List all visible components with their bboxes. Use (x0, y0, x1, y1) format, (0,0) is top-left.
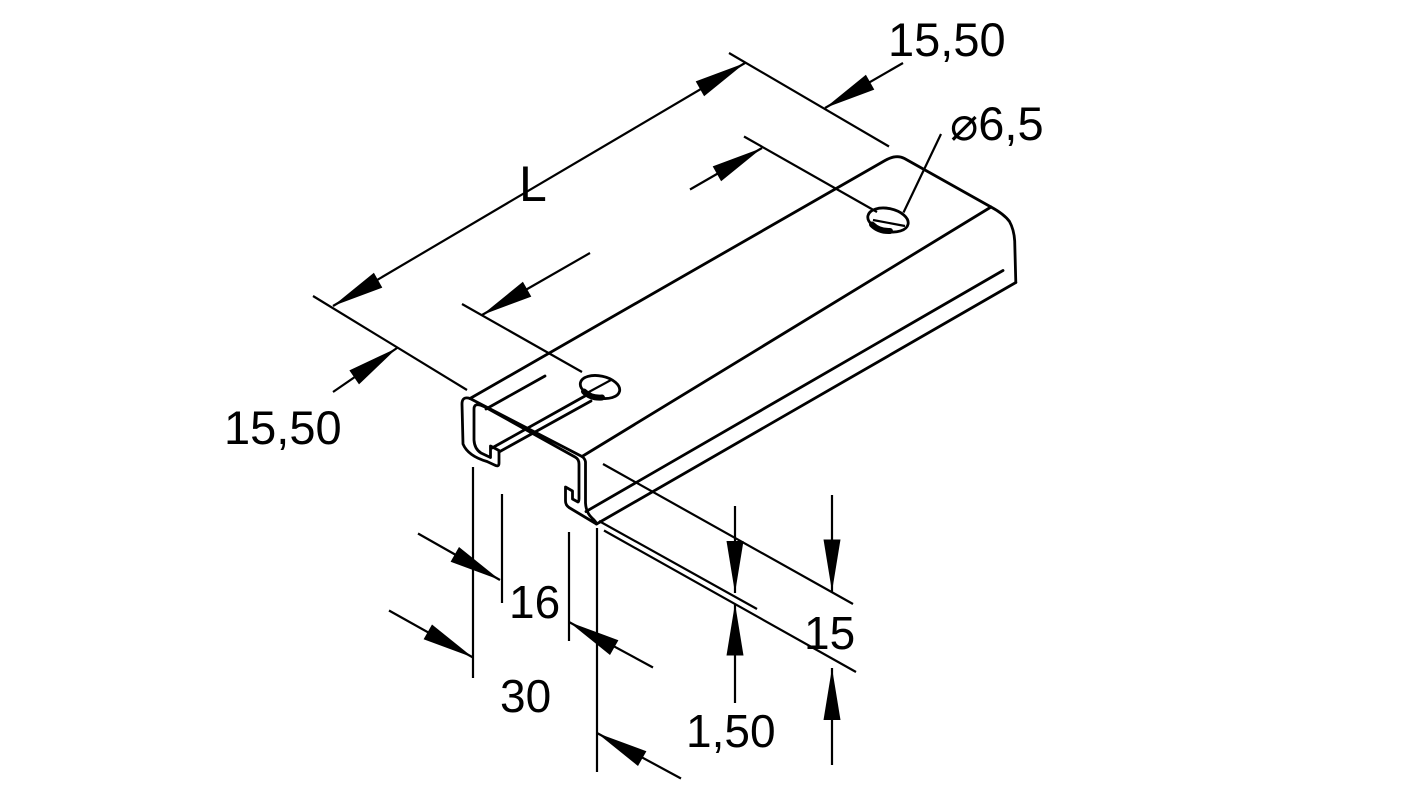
length-arrow-right (695, 63, 745, 97)
end-to-hole-top-arrow-left (712, 148, 762, 182)
hole-far-wall-shading (869, 221, 893, 235)
ext-far-hole (743, 135, 878, 213)
ext-thickness-top (598, 520, 758, 610)
mounting-hole-far (866, 206, 910, 235)
end-to-hole-left-arrow-left (349, 348, 397, 385)
end-to-hole-left-arrow-right (482, 281, 532, 315)
ext-near-end (312, 295, 468, 391)
hole-near-wall-shading (581, 388, 605, 401)
end-to-hole-top-label: 15,50 (888, 13, 1006, 66)
slot-opening-arrow-right (569, 622, 619, 655)
dimension-length: L (332, 62, 746, 307)
material-thickness-label: 1,50 (686, 705, 776, 757)
end-to-hole-top-arrow-right (825, 74, 875, 108)
ext-height-bottom (603, 529, 857, 673)
ext-near-hole (461, 303, 583, 373)
rail-front-wall-bottom-edge (584, 269, 1005, 513)
material-thickness-arrow-bottom (726, 603, 744, 656)
length-arrow-left (333, 272, 383, 306)
rail-near-end-cross-section (460, 396, 598, 526)
rail-interior-edge-1 (484, 374, 547, 411)
rail-front-wall-top-edge (580, 205, 993, 458)
hole-near-inner-edge (586, 379, 612, 394)
dimension-end-to-hole-left: 15,50 (224, 252, 591, 454)
slot-opening-label: 16 (509, 576, 560, 628)
ext-height-top (602, 463, 854, 605)
slot-opening-arrow-left (450, 547, 500, 580)
dimension-profile-height: 15 (804, 495, 855, 765)
dimension-slot-opening: 16 (417, 532, 654, 669)
profile-height-label: 15 (804, 607, 855, 659)
hole-diameter-leader-line (902, 133, 942, 213)
profile-height-arrow-bottom (823, 668, 841, 720)
dimension-material-thickness: 1,50 (686, 506, 776, 757)
end-to-hole-left-label: 15,50 (224, 401, 342, 454)
dimension-profile-width: 30 (388, 609, 682, 780)
profile-rail-body (460, 155, 1018, 526)
extension-lines (312, 52, 890, 772)
hole-far-inner-edge (872, 218, 906, 228)
profile-height-arrow-top (823, 539, 841, 592)
profile-width-arrow-left (423, 624, 473, 658)
rail-bottom-edge (595, 281, 1018, 526)
rail-outline-top-far (468, 155, 1018, 400)
rail-interior-edge-3 (497, 399, 593, 454)
rail-interior-edge-2 (490, 394, 587, 450)
length-dimension-line (332, 62, 746, 307)
length-label: L (519, 156, 547, 212)
mounting-hole-near (578, 374, 622, 401)
profile-width-arrow-right (597, 733, 647, 766)
profile-width-label: 30 (500, 670, 551, 722)
material-thickness-arrow-top (726, 541, 744, 593)
dimension-end-to-hole-top: 15,50 (689, 13, 1006, 191)
hole-diameter-label: ⌀6,5 (950, 97, 1044, 150)
ext-far-end (728, 52, 890, 148)
dimension-hole-diameter: ⌀6,5 (902, 97, 1044, 213)
